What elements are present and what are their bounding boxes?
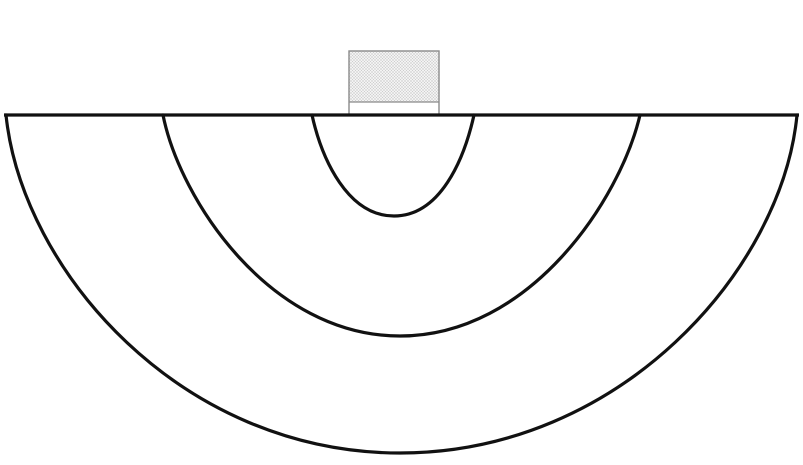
inner-zone-arc [310,113,476,218]
goal-net [349,51,439,102]
goal [348,50,440,116]
outer-zone-arc [4,113,799,455]
middle-zone-arc [161,113,642,338]
